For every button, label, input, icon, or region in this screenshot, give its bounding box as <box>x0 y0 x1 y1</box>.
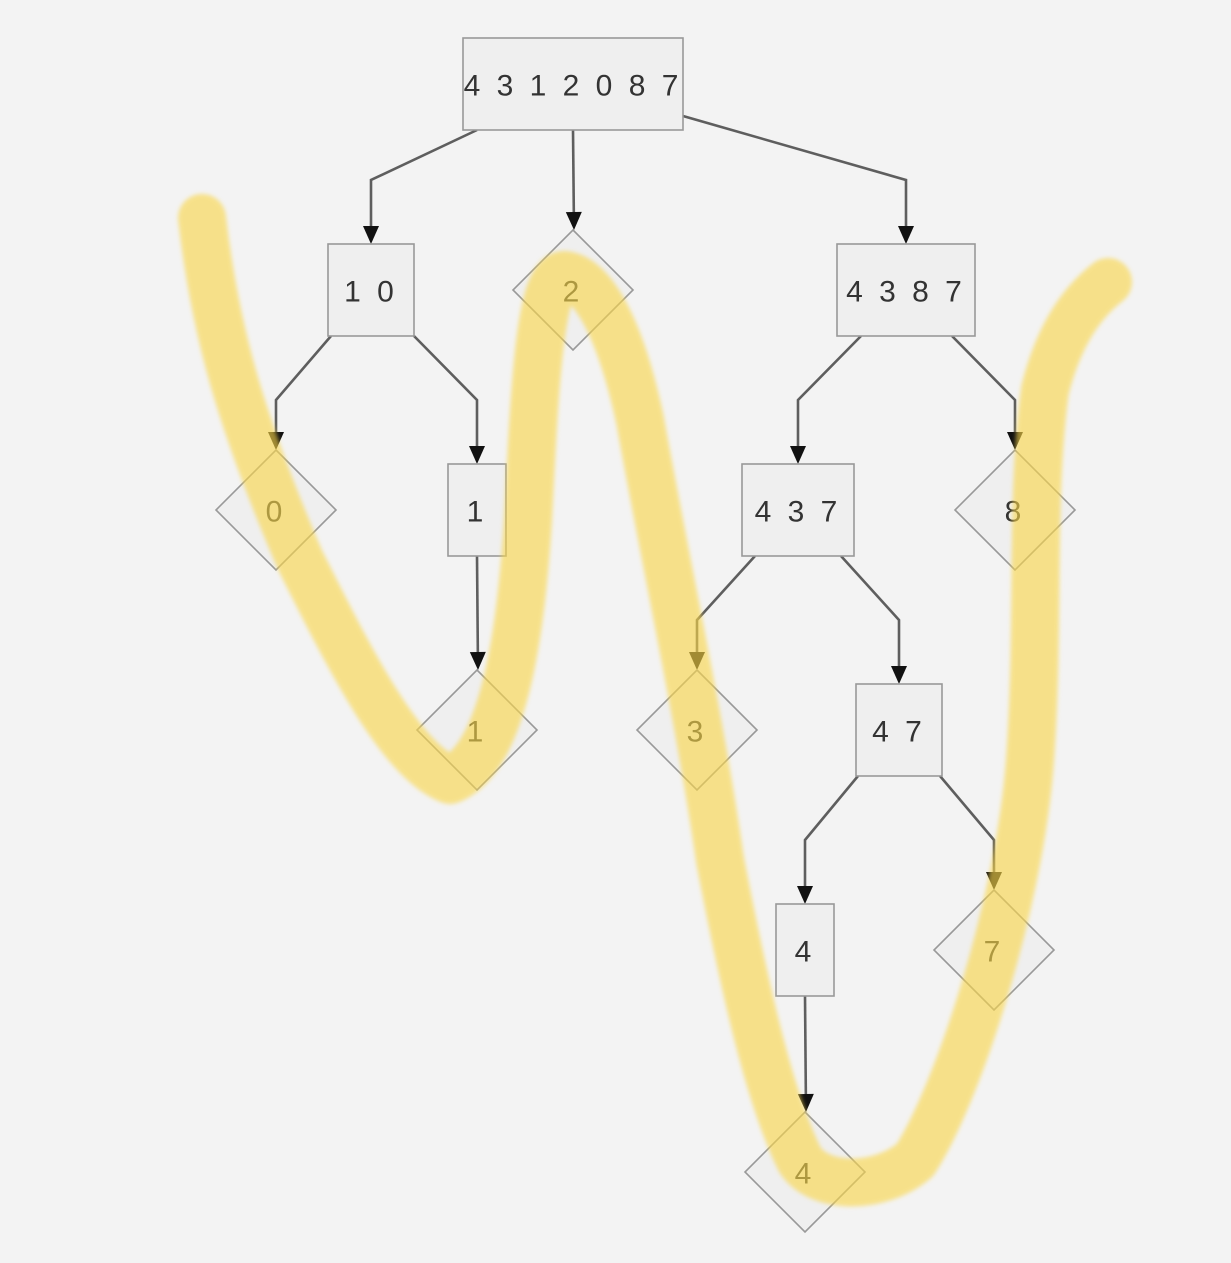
edge-n10-to-p0 <box>268 335 332 450</box>
edge-line <box>274 335 332 434</box>
edge-root-to-p2 <box>565 129 582 230</box>
edge-root-to-n4387 <box>682 114 914 244</box>
node-label: 4 <box>795 936 816 969</box>
node-label: 4 7 <box>872 716 926 749</box>
arrowhead-icon <box>469 651 486 670</box>
edge-n437-to-n47 <box>840 555 907 684</box>
edge-line <box>840 555 901 668</box>
edge-n1-to-p1 <box>469 555 486 670</box>
edge-line <box>571 129 576 215</box>
node-box <box>327 243 415 337</box>
arrowhead-icon <box>898 226 914 244</box>
partition-node-n4387: 4 3 8 7 <box>836 243 976 337</box>
edge-n4387-to-p8 <box>951 335 1023 450</box>
arrowhead-icon <box>363 226 379 244</box>
node-label: 1 0 <box>344 276 398 309</box>
partition-node-n10: 1 0 <box>327 243 415 337</box>
arrowhead-icon <box>565 211 582 230</box>
edge-n4-to-p4 <box>797 995 814 1112</box>
arrowhead-icon <box>790 446 806 464</box>
arrowhead-icon <box>797 886 813 904</box>
edge-n10-to-n1 <box>413 335 485 464</box>
edge-n47-to-n4 <box>797 775 860 904</box>
node-box <box>855 683 943 777</box>
edge-n4387-to-n437 <box>790 335 862 464</box>
partition-node-n1: 1 <box>447 463 507 557</box>
edge-line <box>796 335 862 448</box>
edge-line <box>803 995 808 1097</box>
node-box <box>836 243 976 337</box>
partition-node-n4: 4 <box>775 903 835 997</box>
edge-line <box>682 114 908 228</box>
edge-line <box>413 335 479 448</box>
partition-node-root: 4 3 1 2 0 8 7 <box>462 37 684 131</box>
edge-root-to-n10 <box>363 128 478 244</box>
edge-line <box>803 775 860 888</box>
yellow-highlight-stroke <box>178 194 1132 1207</box>
arrowhead-icon <box>891 666 907 684</box>
arrowhead-icon <box>797 1093 814 1112</box>
node-label: 4 3 7 <box>755 496 842 529</box>
node-box <box>462 37 684 131</box>
node-label: 4 3 1 2 0 8 7 <box>464 70 683 103</box>
node-label: 1 <box>467 496 488 529</box>
edge-line <box>369 128 478 228</box>
partition-node-n47: 4 7 <box>855 683 943 777</box>
node-box <box>775 903 835 997</box>
edge-line <box>939 775 996 874</box>
node-box <box>741 463 855 557</box>
edge-line <box>951 335 1017 434</box>
arrowhead-icon <box>469 446 485 464</box>
edge-line <box>475 555 480 655</box>
node-label: 4 3 8 7 <box>846 276 966 309</box>
partition-node-n437: 4 3 7 <box>741 463 855 557</box>
